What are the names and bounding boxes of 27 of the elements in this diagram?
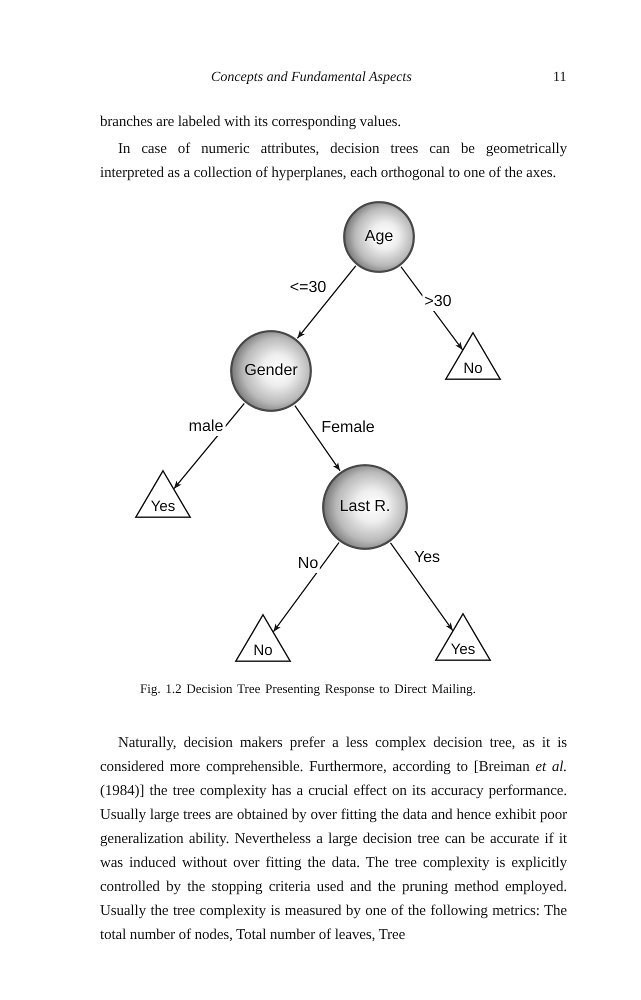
node-label: No: [463, 360, 483, 377]
decision-node-circle: [230, 330, 312, 412]
arrow: [272, 542, 340, 632]
arrow: [294, 405, 341, 472]
leaf-triangle: [235, 614, 291, 662]
leaf-triangle: [435, 613, 491, 661]
body-paragraph: In case of numeric attributes, decision trees can be geometrically interpreted as a collection of hyperplanes, each orthogonal to one of the axes.: [100, 140, 567, 183]
node-label: Gender: [244, 362, 298, 380]
arrow: [173, 402, 245, 490]
node-label: Last R.: [340, 498, 390, 516]
arrow: [390, 542, 454, 631]
leaf-triangle: [445, 332, 501, 380]
edge-label: >30: [422, 293, 454, 311]
figure-caption: Fig. 1.2 Decision Tree Presenting Response to Direct Mailing.: [140, 680, 476, 697]
leaf-triangle: [135, 470, 191, 518]
edge-label: male: [186, 418, 226, 436]
body-paragraph: Naturally, decision makers prefer a less complex decision tree, as it is considered more comprehensible. Furthermore, according to [Breiman et al. (1984)] the tree complexity has a crucial effect on its accuracy performance. Usually large trees are obtained by over fitting the data and hence exhibit poor generalization ability. Nevertheless a large decision tree can be accurate if it was induced without over fitting the data. The tree complexity is explicitly controlled by the stopping criteria used and the pruning method employed. Usually the tree complexity is measured by one of the following metrics: The total number of nodes, Total number of leaves, Tree: [100, 734, 567, 945]
decision-node-circle: [343, 201, 415, 273]
decision-node-circle: [322, 464, 408, 550]
page-number: 11: [553, 69, 566, 87]
node-label: Yes: [150, 498, 176, 515]
running-head: Concepts and Fundamental Aspects: [211, 69, 412, 87]
node-label: Yes: [450, 641, 476, 658]
node-label: No: [253, 642, 273, 659]
node-label: Age: [364, 228, 394, 246]
arrow: [296, 265, 356, 339]
body-paragraph: branches are labeled with its corresponding values.: [100, 113, 402, 132]
